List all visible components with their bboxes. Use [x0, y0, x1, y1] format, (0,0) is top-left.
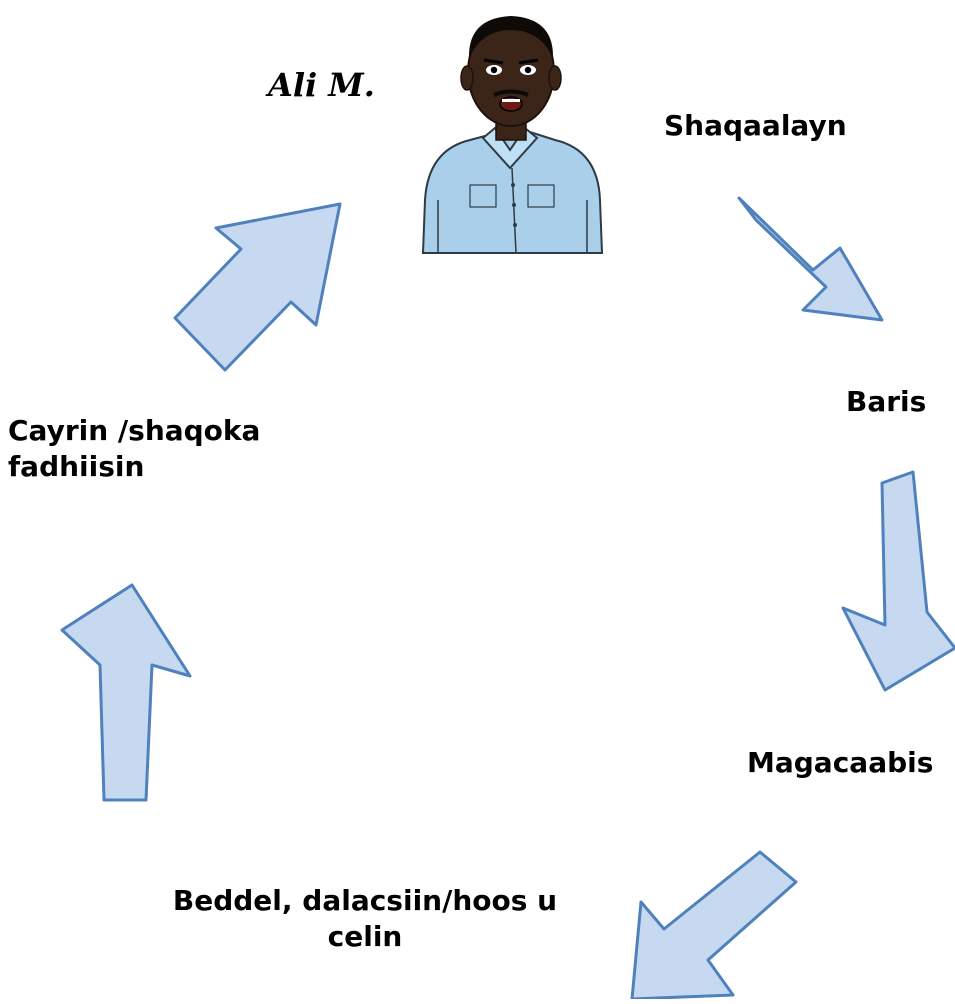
arrow-to-magacaabis	[841, 470, 955, 692]
step-label-baris: Baris	[846, 385, 927, 418]
step-label-beddel: Beddel, dalacsiin/hoos u celin	[140, 883, 590, 956]
arrow-to-cayrin	[60, 583, 192, 802]
step-label-magacaabis: Magacaabis	[747, 746, 934, 779]
arrow-to-person	[173, 202, 342, 372]
step-label-cayrin-line1: Cayrin /shaqoka	[8, 414, 261, 447]
step-label-beddel-line1: Beddel, dalacsiin/hoos u	[172, 884, 558, 917]
step-label-shaqaalayn: Shaqaalayn	[664, 109, 847, 142]
person-name: Ali M.	[268, 66, 375, 104]
step-label-cayrin: Cayrin /shaqoka fadhiisin	[8, 413, 260, 486]
person-avatar	[421, 16, 604, 254]
step-label-beddel-line2: celin	[327, 920, 403, 954]
arrow-to-baris	[737, 196, 884, 322]
step-label-cayrin-line2: fadhiisin	[8, 450, 145, 484]
arrow-to-beddel	[630, 850, 798, 1001]
